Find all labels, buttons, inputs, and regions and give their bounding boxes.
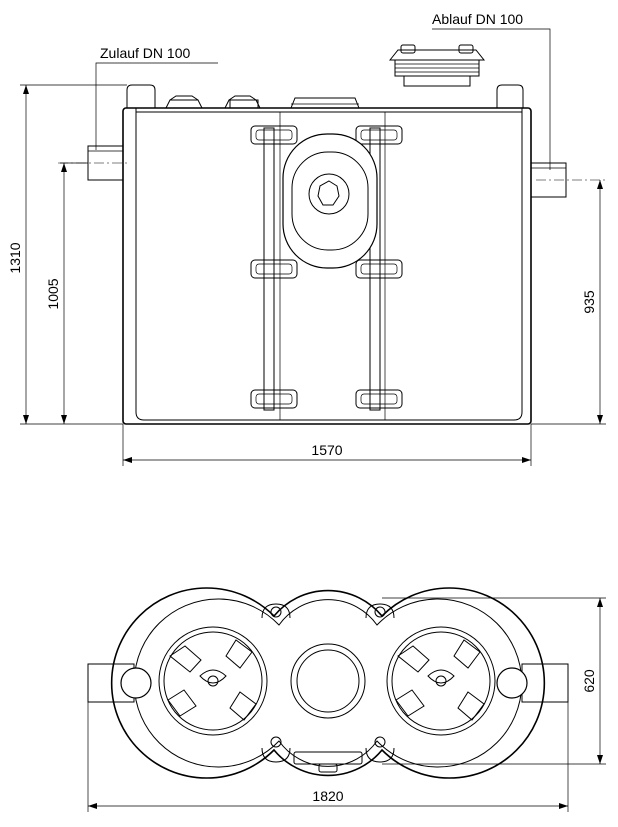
tank-outline-top [110, 587, 546, 779]
dim-total-length: 1820 [312, 788, 343, 804]
top-view: 620 1820 [87, 587, 606, 812]
inlet-label: Zulauf DN 100 [100, 45, 190, 61]
pump-impeller-icon-right [386, 626, 496, 736]
total-length-dimension [87, 702, 569, 812]
bolt-lugs [261, 603, 395, 763]
central-riser [282, 133, 378, 269]
central-opening-icon [290, 643, 366, 719]
bottom-connector [293, 751, 363, 773]
tank-body [122, 107, 532, 425]
dim-total-height: 1310 [7, 242, 23, 273]
reinforcement-rib-icon [263, 112, 386, 420]
dim-width: 620 [581, 669, 597, 693]
width-dimension [382, 597, 606, 765]
length-dimension [122, 424, 532, 466]
callout-leaders [95, 28, 551, 170]
dim-length: 1570 [311, 442, 342, 458]
height-dimensions [20, 84, 606, 425]
outlet-label: Ablauf DN 100 [432, 11, 523, 27]
side-view: Zulauf DN 100 Ablauf DN 100 1310 1005 93… [7, 11, 608, 466]
pump-impeller-icon [158, 626, 268, 736]
outlet-pipe-icon [530, 162, 608, 198]
manhole-cover-icon [388, 44, 486, 87]
rib-clamps [250, 125, 403, 409]
dim-outlet-height: 935 [581, 290, 597, 314]
lifting-lug-icon [120, 667, 528, 699]
top-fittings [126, 84, 524, 109]
dim-inlet-height: 1005 [45, 278, 61, 309]
